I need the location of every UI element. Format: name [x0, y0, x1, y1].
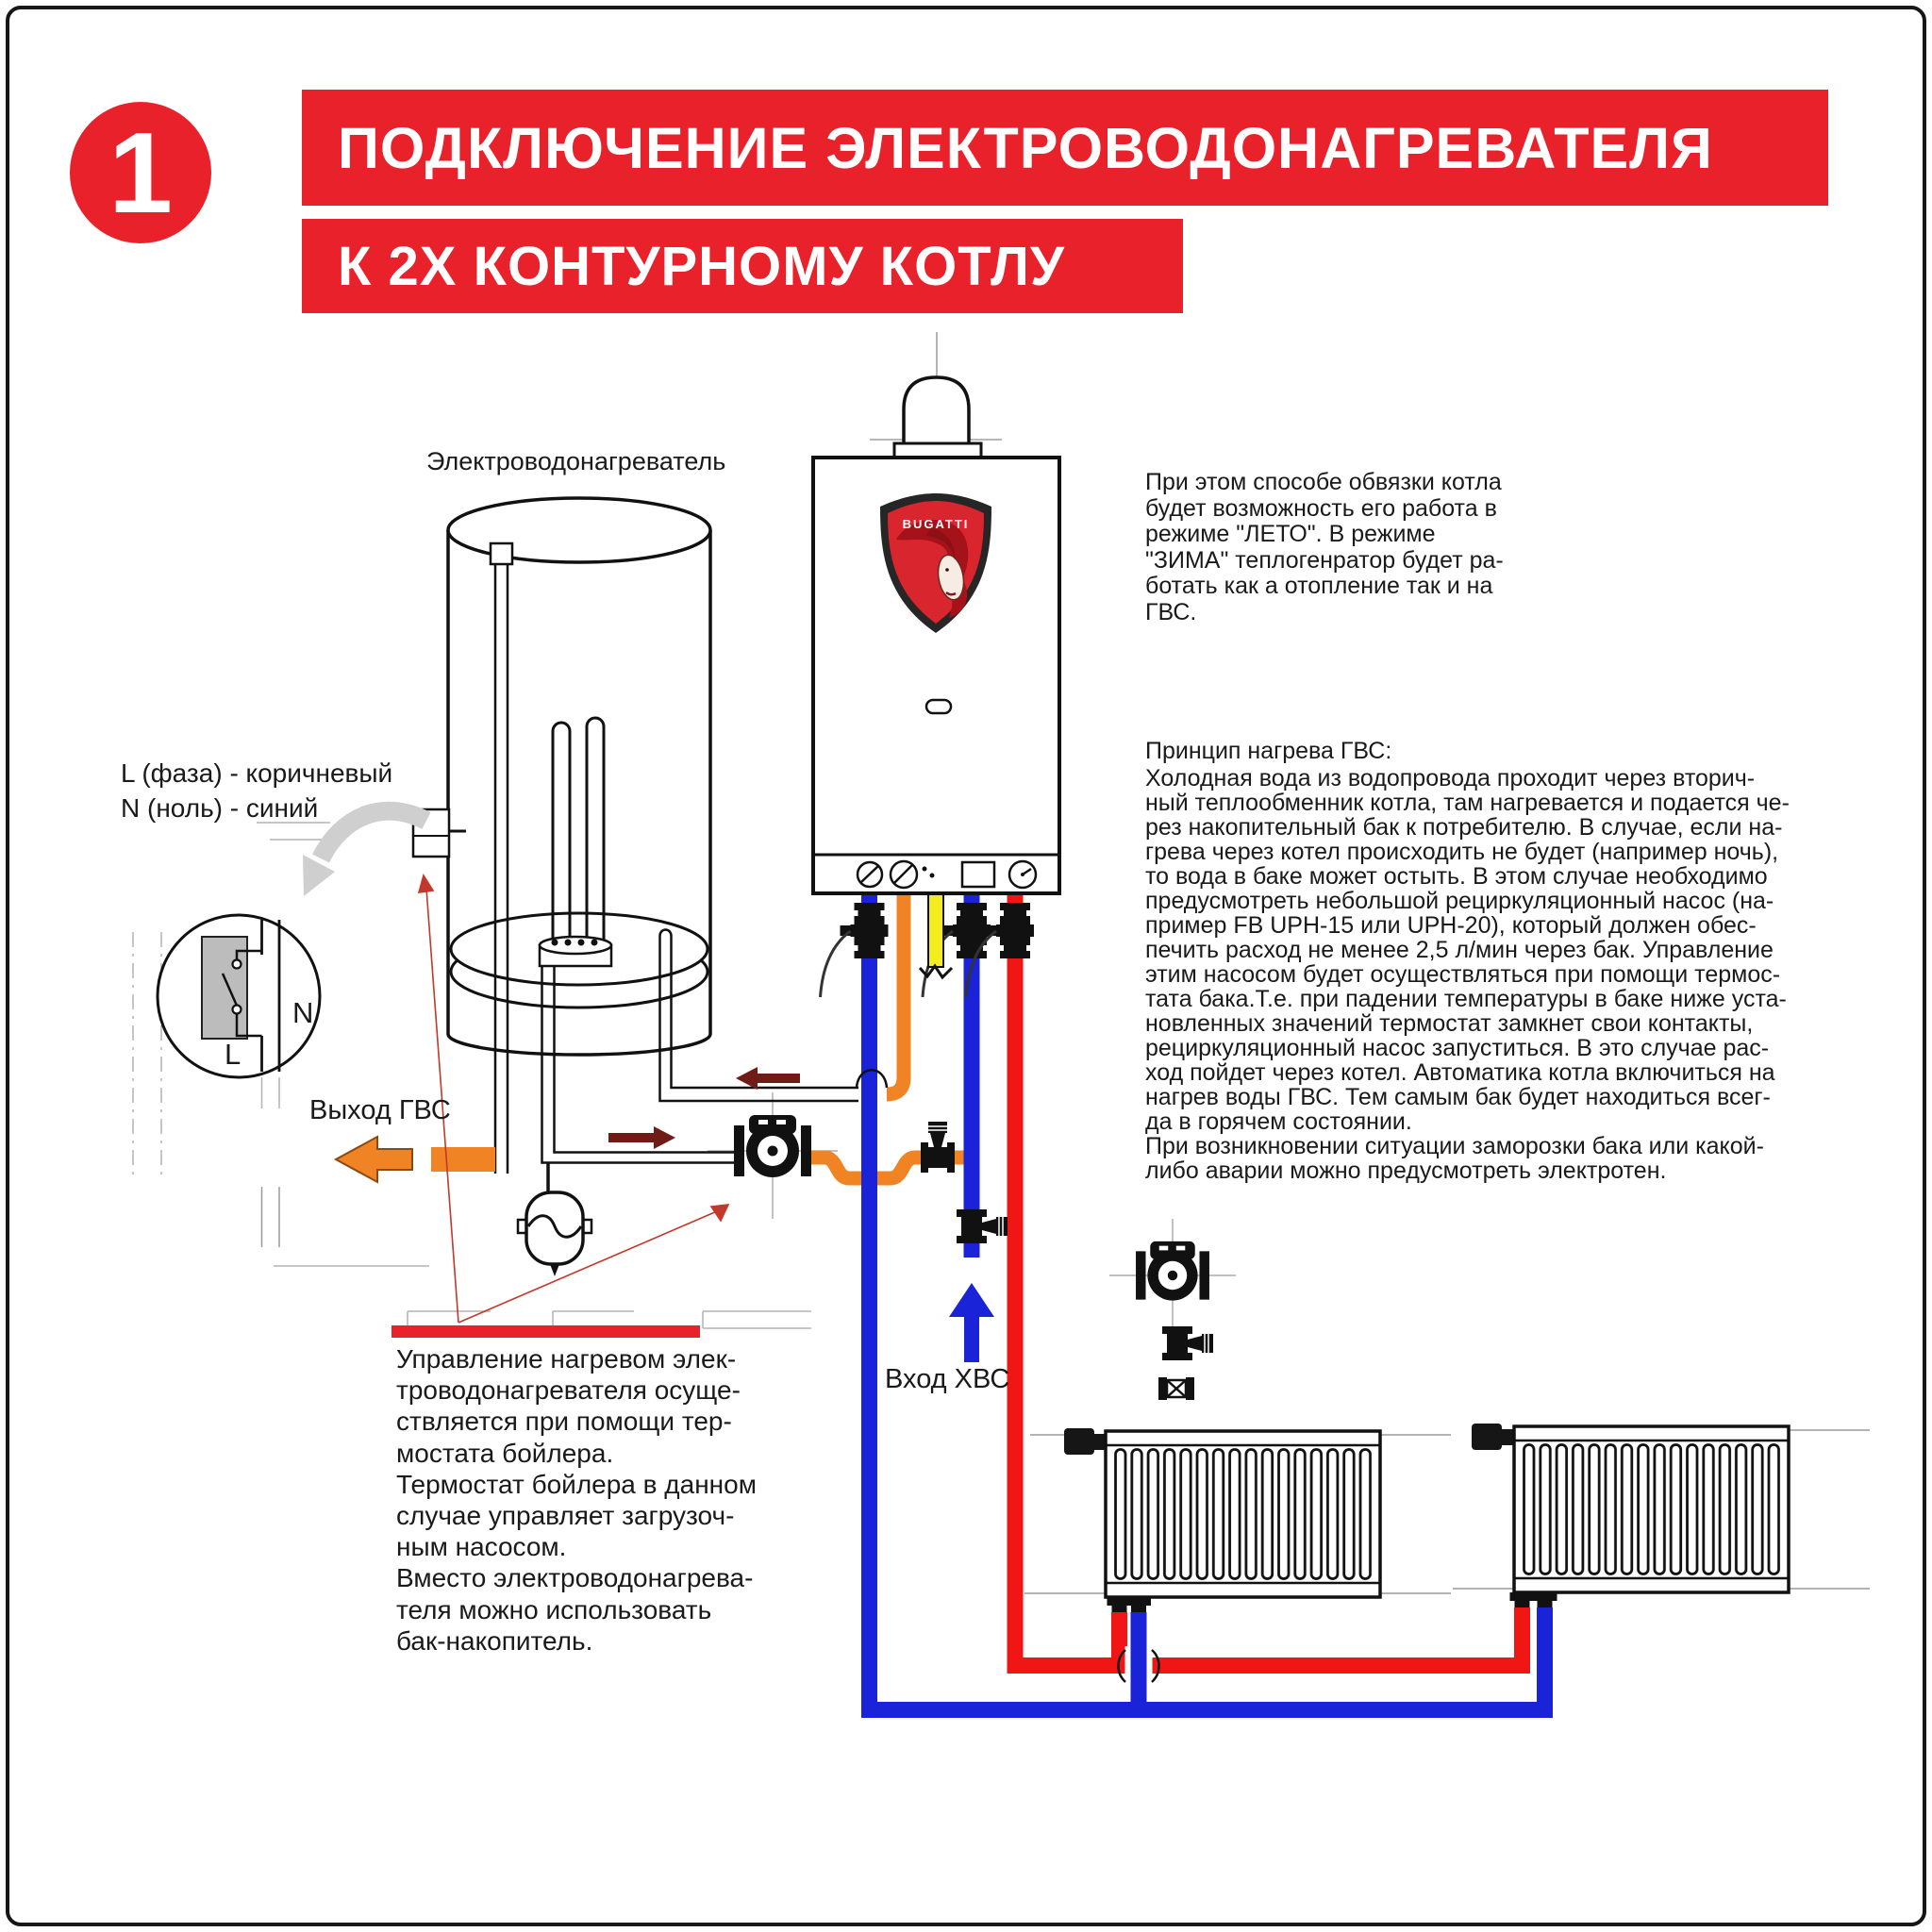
note-body: Холодная вода из водопровода проходит че… — [1145, 765, 1790, 1184]
radiator-1 — [1064, 1428, 1382, 1612]
boiler-display — [960, 860, 996, 889]
left-note: Управление нагревом элек- троводонагрева… — [396, 1344, 757, 1656]
title-banner-line2: К 2Х КОНТУРНОМУ КОТЛУ — [302, 219, 1183, 313]
note-heading: Принцип нагрева ГВС: — [1145, 738, 1392, 764]
heating-element-tube — [551, 721, 572, 947]
neutral-wire-label: N (ноль) - синий — [121, 793, 319, 823]
note-callout-lines — [417, 874, 730, 1324]
radiator-valve-icon — [1064, 1428, 1094, 1455]
boiler-control-panel — [856, 859, 1038, 890]
heating-element-tube — [585, 716, 606, 947]
fittings-legend — [1136, 1241, 1214, 1402]
dhw-out-arrow-icon — [333, 1135, 413, 1184]
terminal-n-label: N — [292, 996, 314, 1029]
dhw-out-label: Выход ГВС — [309, 1095, 451, 1125]
legend-pump-icon — [1136, 1241, 1209, 1301]
dhw-output — [333, 1135, 495, 1184]
legend-union-icon — [1157, 1375, 1196, 1402]
ball-valve-return — [819, 901, 890, 999]
legend-valve-icon — [1161, 1325, 1214, 1361]
flow-arrow-left-icon — [736, 1067, 800, 1090]
radiator-2 — [1472, 1424, 1790, 1607]
expansion-vessel — [516, 1191, 593, 1276]
pipe-crossing-arc — [855, 1069, 889, 1089]
logo-face — [937, 554, 965, 601]
terminal-l-label: L — [225, 1038, 242, 1071]
step-number-badge: 1 — [70, 102, 211, 243]
thermostat-detail — [156, 913, 322, 1079]
water-heater-tank — [411, 496, 858, 1194]
loading-line-valve — [920, 1121, 956, 1174]
flow-arrow-right-icon — [608, 1126, 675, 1149]
flue-dome — [902, 375, 971, 445]
boiler: BUGATTI — [811, 375, 1061, 895]
loading-pump — [734, 1115, 811, 1177]
radiator-valve-icon — [1472, 1424, 1502, 1450]
cold-riser-valve — [956, 1208, 1008, 1244]
detail-arrow-icon — [303, 801, 431, 896]
tank-thermostat — [411, 808, 466, 858]
note-intro: При этом способе обвязки котла будет воз… — [1145, 469, 1504, 625]
cold-in-label: Вход ХВС — [885, 1364, 1010, 1394]
water-heater-label: Электроводонагреватель — [426, 447, 726, 475]
note-underline-bar — [391, 1325, 700, 1338]
phase-wire-label: L (фаза) - коричневый — [121, 758, 393, 788]
cold-in-arrow-icon — [949, 1283, 994, 1362]
brand-logo-text: BUGATTI — [903, 517, 970, 531]
brand-logo: BUGATTI — [880, 493, 991, 633]
title-banner-line1: ПОДКЛЮЧЕНИЕ ЭЛЕКТРОВОДОНАГРЕВАТЕЛЯ — [302, 90, 1828, 206]
